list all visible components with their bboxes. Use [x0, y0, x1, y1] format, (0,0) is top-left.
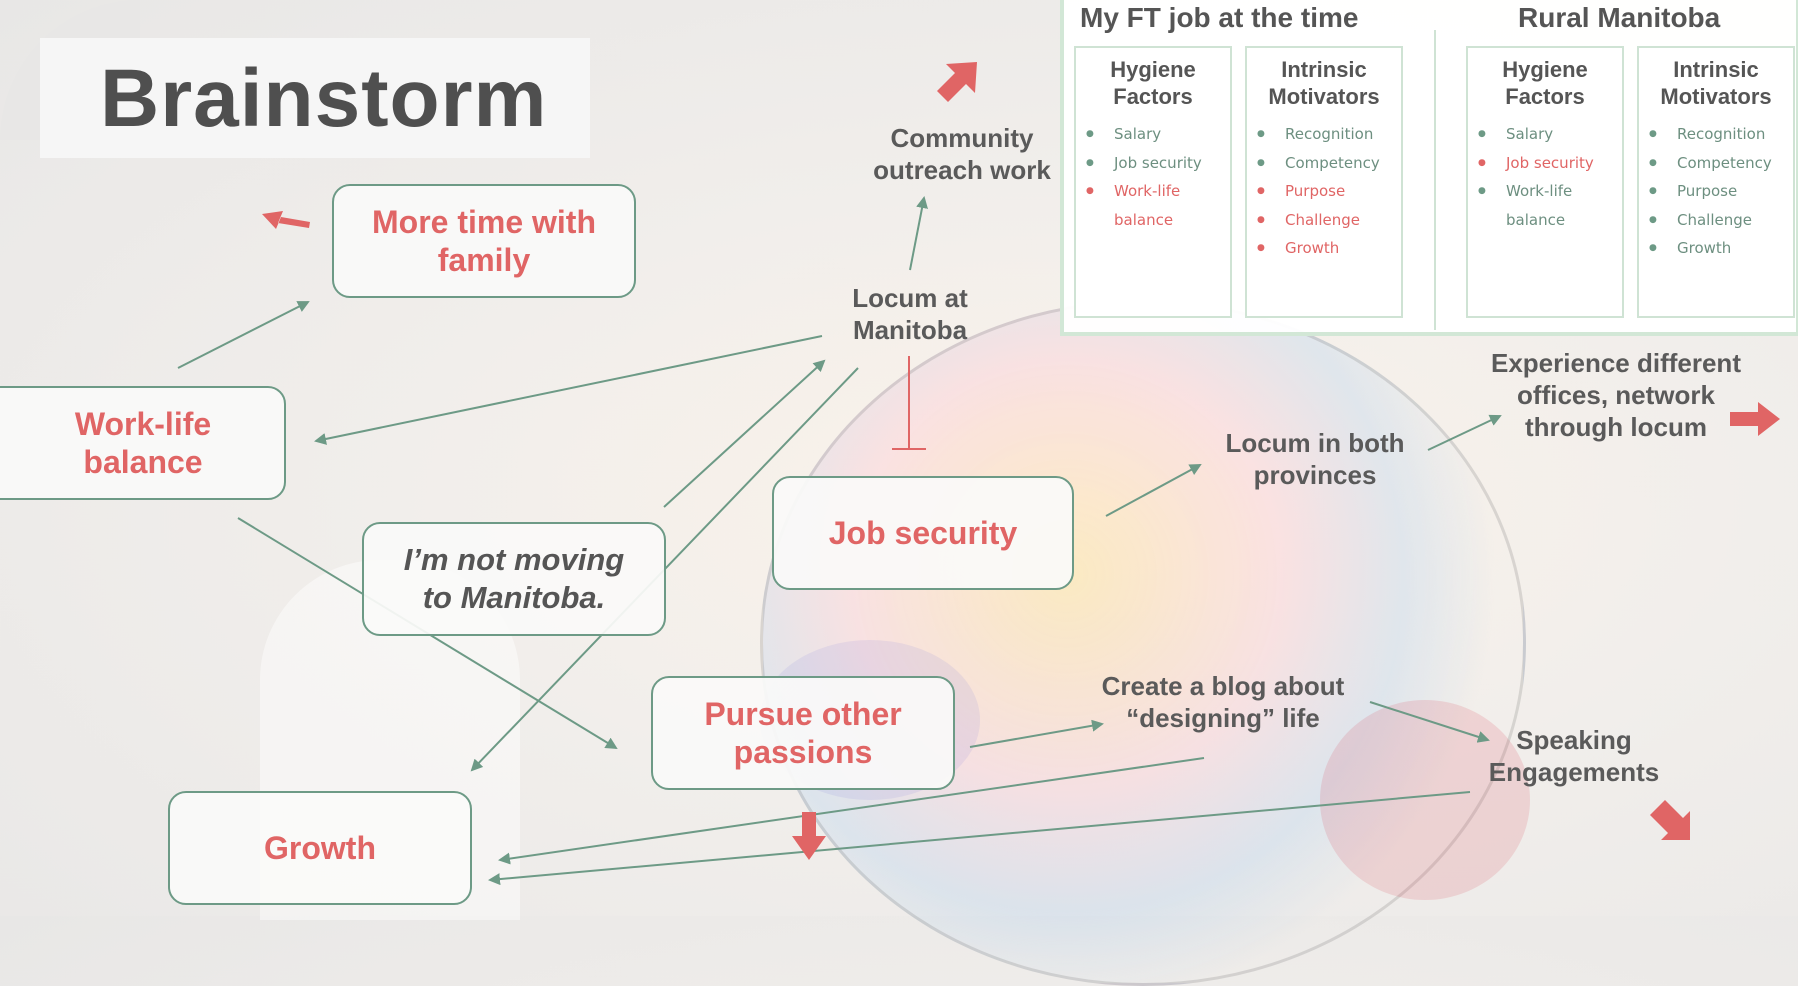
panel-title-rural-manitoba: Rural Manitoba: [1518, 2, 1721, 33]
factor-item: Salary: [1478, 120, 1616, 149]
label-create-blog: Create a blog about “designing” life: [1101, 671, 1345, 733]
factor-item: Work-life balance: [1478, 177, 1616, 234]
column-hygiene-factors-ft: Hygiene Factors Salary Job security Work…: [1074, 46, 1232, 318]
factor-item: Recognition: [1649, 120, 1787, 149]
title-card: Brainstorm: [40, 38, 590, 158]
red-arrow-icon: [792, 812, 826, 860]
factor-item: Challenge: [1649, 206, 1787, 235]
connector-jobsecurity-to-locumboth: [1105, 464, 1202, 517]
column-heading: Hygiene Factors: [1110, 57, 1196, 109]
node-label: I’m not moving to Manitoba.: [403, 542, 625, 615]
red-arrow-icon: [1650, 800, 1690, 840]
node-pursue-other-passions: Pursue other passions: [651, 676, 955, 790]
panel-title-ft-job: My FT job at the time: [1080, 2, 1359, 33]
column-heading: Intrinsic Motivators: [1660, 57, 1772, 109]
node-more-time-with-family: More time with family: [332, 184, 636, 298]
node-label: Pursue other passions: [704, 696, 902, 770]
background-lightbulb-image: [760, 300, 1526, 986]
node-label: Work-life balance: [74, 406, 212, 480]
node-job-security: Job security: [772, 476, 1074, 590]
column-intrinsic-motivators-rural: Intrinsic Motivators Recognition Compete…: [1637, 46, 1795, 318]
red-arrow-icon: [1730, 402, 1780, 436]
connector-locumboth-to-experience: [1427, 414, 1502, 451]
connector-pursue-to-blog: [969, 719, 1104, 748]
node-not-moving: I’m not moving to Manitoba.: [362, 522, 666, 636]
label-speaking-engagements: Speaking Engagements: [1488, 725, 1660, 787]
connector-locum-to-worklife: [314, 335, 823, 445]
background-paint-splash: [1320, 700, 1530, 900]
label-locum-both-provinces: Locum in both provinces: [1225, 428, 1405, 490]
column-heading: Hygiene Factors: [1502, 57, 1588, 109]
node-label: Growth: [264, 829, 376, 866]
connector-notmoving-to-locum: [663, 359, 826, 508]
node-growth: Growth: [168, 791, 472, 905]
factor-list: Salary Job security Work-life balance: [1076, 120, 1230, 234]
red-arrow-icon: [937, 62, 977, 102]
connector-blog-to-growth: [498, 757, 1205, 865]
factor-item: Salary: [1086, 120, 1224, 149]
factor-item: Competency: [1257, 149, 1395, 178]
factor-item: Competency: [1649, 149, 1787, 178]
slide-title: Brainstorm: [100, 53, 548, 144]
factor-item: Purpose: [1257, 177, 1395, 206]
factor-item: Growth: [1257, 234, 1395, 263]
factor-item: Purpose: [1649, 177, 1787, 206]
node-work-life-balance: Work-life balance: [0, 386, 286, 500]
factor-item: Growth: [1649, 234, 1787, 263]
factor-list: Salary Job security Work-life balance: [1468, 120, 1622, 234]
red-arrow-icon: [262, 211, 310, 229]
label-locum-at-manitoba: Locum at Manitoba: [852, 283, 968, 345]
connector-speaking-to-growth: [488, 791, 1471, 886]
factor-item: Recognition: [1257, 120, 1395, 149]
column-heading: Intrinsic Motivators: [1268, 57, 1380, 109]
connector-worklife-to-family: [177, 301, 310, 369]
factor-list: Recognition Competency Purpose Challenge…: [1247, 120, 1401, 263]
factor-list: Recognition Competency Purpose Challenge…: [1639, 120, 1793, 263]
connector-blog-to-speaking: [1369, 701, 1490, 743]
label-community-outreach: Community outreach work: [873, 123, 1051, 185]
label-experience-offices: Experience different offices, network th…: [1491, 348, 1741, 442]
comparison-panel: My FT job at the time Rural Manitoba Hyg…: [1060, 0, 1798, 336]
column-hygiene-factors-rural: Hygiene Factors Salary Job security Work…: [1466, 46, 1624, 318]
factor-item: Job security: [1086, 149, 1224, 178]
factor-item: Work-life balance: [1086, 177, 1224, 234]
node-label: Job security: [828, 514, 1018, 551]
column-intrinsic-motivators-ft: Intrinsic Motivators Recognition Compete…: [1245, 46, 1403, 318]
factor-item: Job security: [1478, 149, 1616, 178]
connector-layer: [177, 62, 1780, 886]
factor-item: Challenge: [1257, 206, 1395, 235]
connector-locum-to-community: [909, 196, 928, 271]
panel-divider: [1434, 30, 1436, 330]
node-label: More time with family: [371, 204, 596, 278]
